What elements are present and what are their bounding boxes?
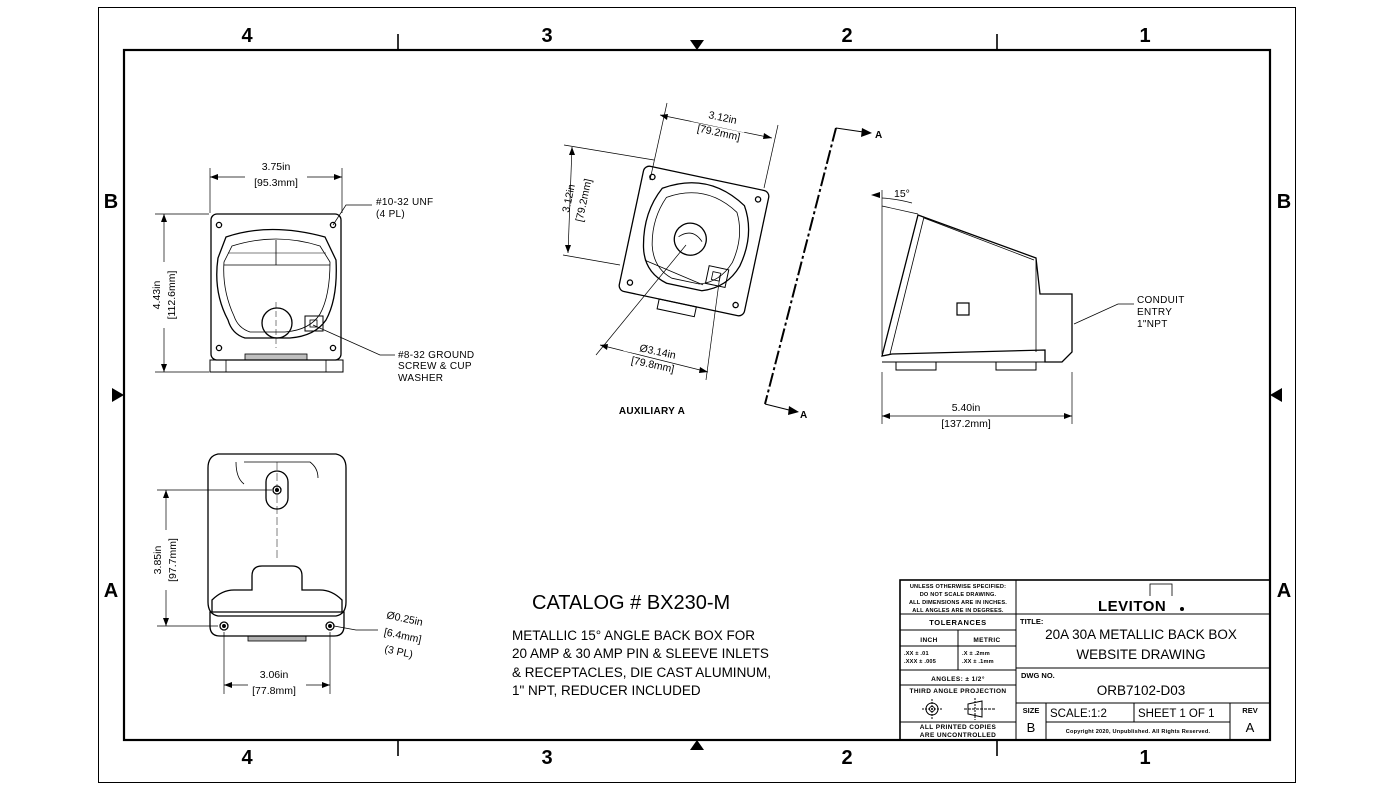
- aux-left-in: 3.12in: [560, 183, 578, 214]
- zone-right-b: B: [1277, 191, 1291, 213]
- zone-right-a: A: [1277, 580, 1291, 602]
- side-conduit-3: 1"NPT: [1137, 319, 1168, 330]
- aux-left-mm: [79.2mm]: [574, 178, 595, 223]
- bottom-height-in: 3.85in: [152, 546, 164, 575]
- front-dimensions: [155, 168, 395, 373]
- front-view: [209, 213, 344, 373]
- side-dimensions: [881, 190, 1134, 424]
- bottom-dim-arrows: [163, 490, 330, 688]
- front-height-in: 4.43in: [151, 281, 163, 310]
- tb-rev-label: REV: [1242, 706, 1257, 715]
- section-line: [764, 127, 871, 413]
- tb-tolerances: TOLERANCES: [929, 618, 987, 627]
- front-width-mm: [95.3mm]: [254, 177, 298, 189]
- zone-bottom-2: 2: [841, 747, 852, 769]
- tb-dwg-no: ORB7102-D03: [1097, 683, 1186, 698]
- auxiliary-dim-arrows: [565, 114, 772, 373]
- catalog-desc-3: & RECEPTACLES, DIE CAST ALUMINUM,: [512, 665, 771, 680]
- aux-label: AUXILIARY A: [619, 406, 685, 417]
- front-ground-note-1: #8-32 GROUND: [398, 350, 474, 361]
- front-width-in: 3.75in: [262, 161, 291, 173]
- tb-metric-tol-2: .XX ± .1mm: [962, 659, 994, 665]
- leviton-logo: LEVITON: [1093, 583, 1187, 615]
- auxiliary-dimensions: [562, 102, 779, 381]
- third-angle-projection-icon: [922, 698, 996, 720]
- zone-top-1: 1: [1139, 25, 1150, 47]
- tb-rev: A: [1246, 720, 1255, 735]
- bottom-width-in: 3.06in: [260, 669, 289, 681]
- tb-title-1: 20A 30A METALLIC BACK BOX: [1045, 627, 1237, 642]
- zone-top-3: 3: [541, 25, 552, 47]
- front-ground-note-3: WASHER: [398, 373, 443, 384]
- tb-metric: METRIC: [973, 637, 1000, 644]
- front-dim-arrows: [161, 174, 342, 372]
- bottom-height-mm: [97.7mm]: [167, 538, 179, 582]
- tb-projection: THIRD ANGLE PROJECTION: [909, 688, 1006, 695]
- aux-top-in: 3.12in: [707, 109, 738, 127]
- section-arrows: [788, 128, 872, 415]
- tb-notes-3: ALL DIMENSIONS ARE IN INCHES.: [909, 600, 1007, 606]
- tb-scale: SCALE:1:2: [1050, 708, 1107, 720]
- bottom-dimensions: [157, 489, 378, 694]
- zone-top-2: 2: [841, 25, 852, 47]
- catalog-desc-4: 1" NPT, REDUCER INCLUDED: [512, 683, 701, 698]
- tb-title-label: TITLE:: [1020, 617, 1043, 626]
- bottom-hole-in: Ø0.25in: [385, 609, 424, 628]
- tb-notes-1: UNLESS OTHERWISE SPECIFIED:: [910, 584, 1006, 590]
- side-angle: 15°: [894, 188, 910, 200]
- tb-title-2: WEBSITE DRAWING: [1076, 647, 1205, 662]
- catalog-desc-1: METALLIC 15° ANGLE BACK BOX FOR: [512, 628, 755, 643]
- bottom-view: [207, 453, 347, 642]
- tb-inch-tol-1: .XX ± .01: [904, 651, 929, 657]
- zone-bottom-4: 4: [241, 747, 253, 769]
- zone-arrows: [112, 40, 1282, 750]
- tb-angles: ANGLES: ± 1/2°: [931, 675, 985, 683]
- tb-uncontrolled-1: ALL PRINTED COPIES: [920, 724, 997, 731]
- zone-left-a: A: [104, 580, 118, 602]
- section-mark-top: A: [875, 130, 883, 141]
- zone-ticks: [397, 34, 998, 756]
- side-dim-arrows: [871, 192, 1072, 419]
- side-length-mm: [137.2mm]: [941, 418, 991, 430]
- tb-inch: INCH: [920, 637, 938, 644]
- tb-sheet: SHEET 1 OF 1: [1138, 708, 1214, 720]
- tb-size: B: [1027, 720, 1036, 735]
- auxiliary-view: [618, 165, 770, 318]
- front-screw-note-2: (4 PL): [376, 209, 405, 220]
- side-length-in: 5.40in: [952, 402, 981, 414]
- side-view: [881, 214, 1073, 371]
- tb-metric-tol-1: .X ± .2mm: [962, 651, 990, 657]
- bottom-width-mm: [77.8mm]: [252, 685, 296, 697]
- side-conduit-1: CONDUIT: [1137, 295, 1185, 306]
- tb-copyright: Copyright 2020, Unpublished. All Rights …: [1066, 729, 1211, 735]
- title-block: [899, 579, 1271, 741]
- tb-size-label: SIZE: [1023, 706, 1040, 715]
- side-conduit-2: ENTRY: [1137, 307, 1172, 318]
- front-height-mm: [112.6mm]: [166, 271, 178, 320]
- tb-inch-tol-2: .XXX ± .005: [904, 659, 936, 665]
- zone-bottom-1: 1: [1139, 747, 1150, 769]
- section-mark-bottom: A: [800, 410, 808, 421]
- tb-uncontrolled-2: ARE UNCONTROLLED: [920, 732, 996, 739]
- catalog-desc-2: 20 AMP & 30 AMP PIN & SLEEVE INLETS: [512, 646, 769, 661]
- zone-left-b: B: [104, 191, 118, 213]
- tb-dwg-label: DWG NO.: [1021, 671, 1055, 680]
- tb-notes-2: DO NOT SCALE DRAWING.: [920, 592, 997, 598]
- leviton-logo-text: LEVITON: [1098, 598, 1166, 615]
- catalog-number: CATALOG # BX230-M: [532, 592, 730, 614]
- zone-bottom-3: 3: [541, 747, 552, 769]
- zone-top-4: 4: [241, 25, 253, 47]
- tb-notes-4: ALL ANGLES ARE IN DEGREES.: [912, 608, 1004, 614]
- bottom-hole-pl: (3 PL): [383, 643, 413, 661]
- outer-border: [98, 7, 1296, 783]
- front-ground-note-2: SCREW & CUP: [398, 361, 472, 372]
- front-screw-note-1: #10-32 UNF: [376, 197, 433, 208]
